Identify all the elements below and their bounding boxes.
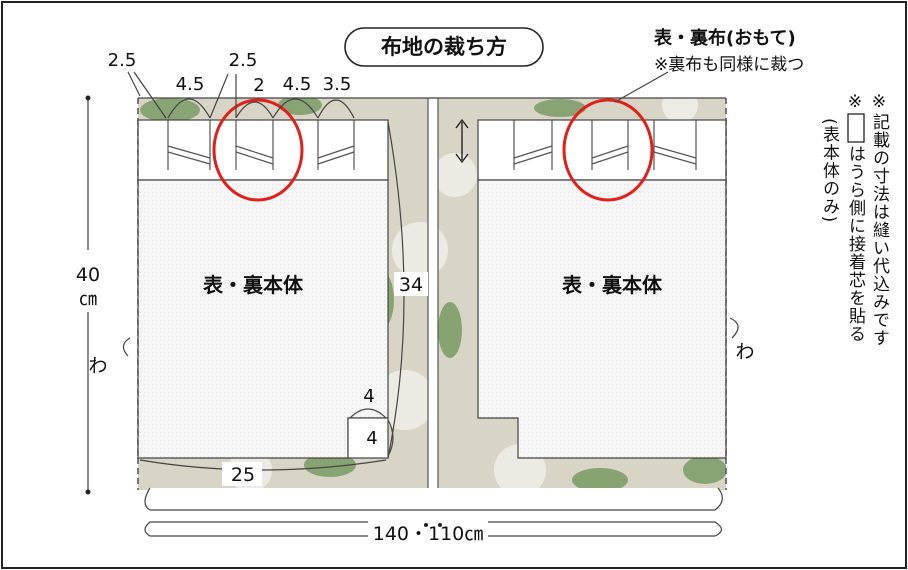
dim-top-4: 2 <box>253 75 264 96</box>
leaf-shape <box>278 98 322 115</box>
total-width-label: 140・110㎝ <box>373 523 484 545</box>
dim-top-3: 2.5 <box>229 50 258 71</box>
note-line-2-suffix: はうら側に接着芯を貼る <box>845 145 865 343</box>
fabric-note: ※裏布も同様に裁つ <box>654 54 804 75</box>
note-line-1: ※記載の寸法は縫い代込みです <box>869 92 889 347</box>
highlight-circle-left <box>212 98 304 202</box>
left-pleat-lines <box>167 120 355 170</box>
fold-label-right: わ <box>735 341 754 363</box>
piece-height-label: 34 <box>399 274 423 296</box>
height-dimension <box>85 95 91 495</box>
notch-width-label: 4 <box>363 386 374 407</box>
height-value: 40 <box>76 264 100 286</box>
fold-label-left: わ <box>88 355 107 377</box>
dim-top-6: 3.5 <box>323 74 352 95</box>
dim-top-2: 4.5 <box>176 74 205 95</box>
interfacing-box-icon <box>847 113 865 143</box>
right-body-piece <box>477 119 727 459</box>
double-arrow-icon <box>455 118 469 164</box>
flower-shape <box>392 222 448 278</box>
leaf-shape <box>534 99 586 117</box>
leaf-shape <box>140 98 200 122</box>
leaf-shape <box>438 302 462 358</box>
top-dimension-arcs <box>127 71 355 119</box>
width-dimension-bracket <box>144 521 723 537</box>
height-unit: ㎝ <box>79 289 97 310</box>
note-line-2-prefix: ※ <box>845 92 865 113</box>
leaf-shape <box>304 453 356 477</box>
left-body-piece <box>137 119 389 459</box>
flower-shape <box>375 370 435 430</box>
note-line-2: ※ はうら側に接着芯を貼る <box>845 92 865 343</box>
fabric-bottom-roll <box>144 487 723 511</box>
dim-top-1: 2.5 <box>108 50 137 71</box>
flower-shape <box>433 153 477 197</box>
piece-width-label: 25 <box>231 464 255 486</box>
diagram-title: 布地の裁ち方 <box>381 35 507 59</box>
flower-shape <box>662 98 698 123</box>
note-line-3: (表本体のみ) <box>819 118 839 224</box>
fabric-gap <box>428 98 438 490</box>
right-pleat-lines <box>513 120 697 170</box>
notch-height-label: 4 <box>366 428 377 449</box>
highlight-circle-right <box>562 98 654 202</box>
fabric-label: 表・裏布(おもて) <box>654 27 796 49</box>
dim-top-5: 4.5 <box>283 74 312 95</box>
left-piece-label: 表・裏本体 <box>203 273 304 297</box>
title-box <box>344 27 544 67</box>
leaf-shape <box>683 456 726 484</box>
leaf-shape <box>572 468 628 490</box>
right-piece-label: 表・裏本体 <box>562 273 663 297</box>
